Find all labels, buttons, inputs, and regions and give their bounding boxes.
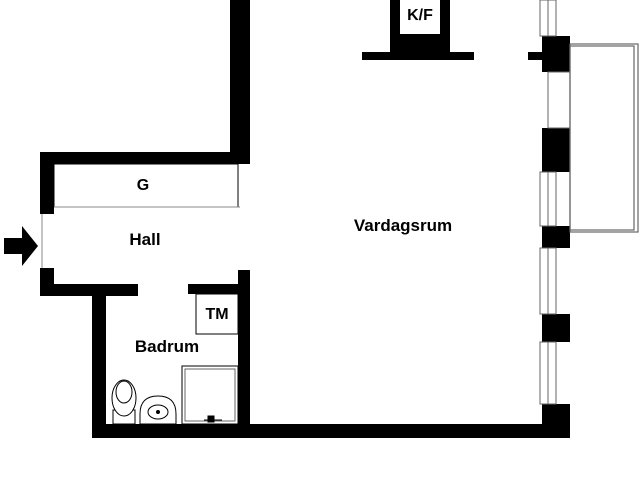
wall-bottom: [92, 424, 570, 438]
kf-wall-top-right: [440, 0, 450, 36]
hall-label: Hall: [129, 230, 160, 249]
wall-upper-vertical: [230, 0, 250, 162]
kf-wall-top-left: [390, 0, 400, 36]
wall-right-pier-2: [542, 128, 570, 172]
balcony-door: [547, 71, 571, 129]
wall-hall-bottom-left: [40, 284, 138, 296]
sink-icon: [139, 395, 177, 425]
wardrobe-label: G: [137, 177, 149, 194]
bathroom-label: Badrum: [135, 337, 199, 356]
toilet-icon: [111, 379, 137, 425]
wall-hall-left-upper: [40, 152, 54, 214]
washing-machine: [195, 293, 239, 335]
walls: [40, 0, 570, 438]
wall-right-pier-3: [542, 226, 570, 248]
wall-hall-bottom-right: [188, 284, 240, 294]
wall-right-pier-4: [542, 314, 570, 342]
kitchen-fireplace-box: [400, 0, 440, 36]
wall-right-stub: [528, 52, 544, 60]
wall-bath-right: [238, 270, 250, 438]
kf-box-bottom: [390, 34, 450, 56]
wall-hall-top: [40, 152, 250, 164]
balcony-rail: [569, 45, 635, 231]
washing-machine-label: TM: [205, 306, 228, 323]
entrance-arrow-icon: [4, 226, 38, 266]
balcony: [569, 43, 639, 233]
wall-right-pier-1: [542, 36, 570, 72]
wardrobe: [53, 163, 239, 208]
windows: [539, 0, 571, 405]
balcony-outline: [569, 43, 639, 233]
shower: [181, 365, 239, 425]
wall-bath-left: [92, 284, 106, 438]
living-room-label: Vardagsrum: [354, 216, 452, 235]
kf-label: K/F: [407, 7, 433, 24]
wall-right-pier-5: [542, 404, 570, 438]
